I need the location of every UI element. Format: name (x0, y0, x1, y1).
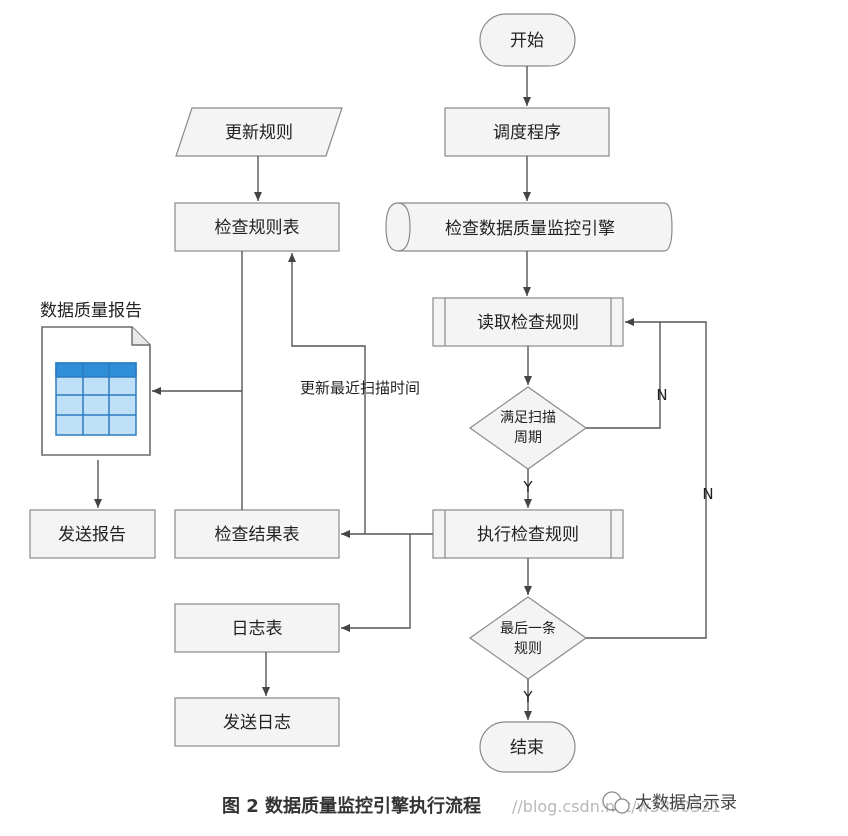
scan-cycle-label-1: 满足扫描 (500, 410, 556, 426)
last-rule-label-2: 规则 (514, 641, 542, 657)
start-node: 开始 (479, 13, 576, 67)
end-label: 结束 (510, 738, 544, 758)
start-label: 开始 (510, 31, 544, 51)
scan-no-label: N (656, 386, 667, 404)
last-rule-decision: 最后一条 规则 (468, 596, 588, 680)
update-scan-time-label: 更新最近扫描时间 (300, 379, 420, 397)
last-rule-label-1: 最后一条 (500, 620, 556, 637)
figure-caption: 图 2 数据质量监控引擎执行流程 (222, 795, 481, 817)
send-report-label: 发送报告 (58, 525, 126, 545)
read-rules-label: 读取检查规则 (477, 313, 579, 333)
execute-rules-node: 执行检查规则 (432, 509, 624, 559)
rule-table-node: 检查规则表 (174, 202, 340, 252)
brand-icon (602, 791, 630, 814)
send-log-label: 发送日志 (223, 713, 291, 733)
check-engine-node: 检查数据质量监控引擎 (385, 202, 673, 252)
result-table-label: 检查结果表 (215, 525, 300, 545)
execute-rules-label: 执行检查规则 (477, 525, 579, 545)
read-rules-node: 读取检查规则 (432, 297, 624, 347)
log-table-node: 日志表 (174, 603, 340, 653)
rule-table-label: 检查规则表 (215, 218, 300, 238)
last-no-label: N (702, 485, 713, 503)
connectors (94, 66, 707, 720)
result-table-node: 检查结果表 (174, 509, 340, 559)
schedule-node: 调度程序 (444, 107, 610, 157)
update-rules-node: 更新规则 (175, 107, 343, 157)
schedule-label: 调度程序 (493, 123, 561, 143)
scan-cycle-decision: 满足扫描 周期 (468, 386, 588, 470)
last-yes-label: Y (522, 688, 533, 706)
check-engine-label: 检查数据质量监控引擎 (445, 219, 615, 239)
report-document-icon (41, 326, 151, 456)
send-report-node: 发送报告 (29, 509, 156, 559)
scan-cycle-label-2: 周期 (514, 430, 542, 446)
brand-name: 大数据启示录 (635, 793, 737, 813)
end-node: 结束 (479, 721, 576, 773)
log-table-label: 日志表 (232, 619, 283, 639)
scan-yes-label: Y (522, 478, 533, 496)
update-rules-label: 更新规则 (225, 123, 293, 143)
quality-report-title: 数据质量报告 (40, 301, 142, 321)
send-log-node: 发送日志 (174, 697, 340, 747)
